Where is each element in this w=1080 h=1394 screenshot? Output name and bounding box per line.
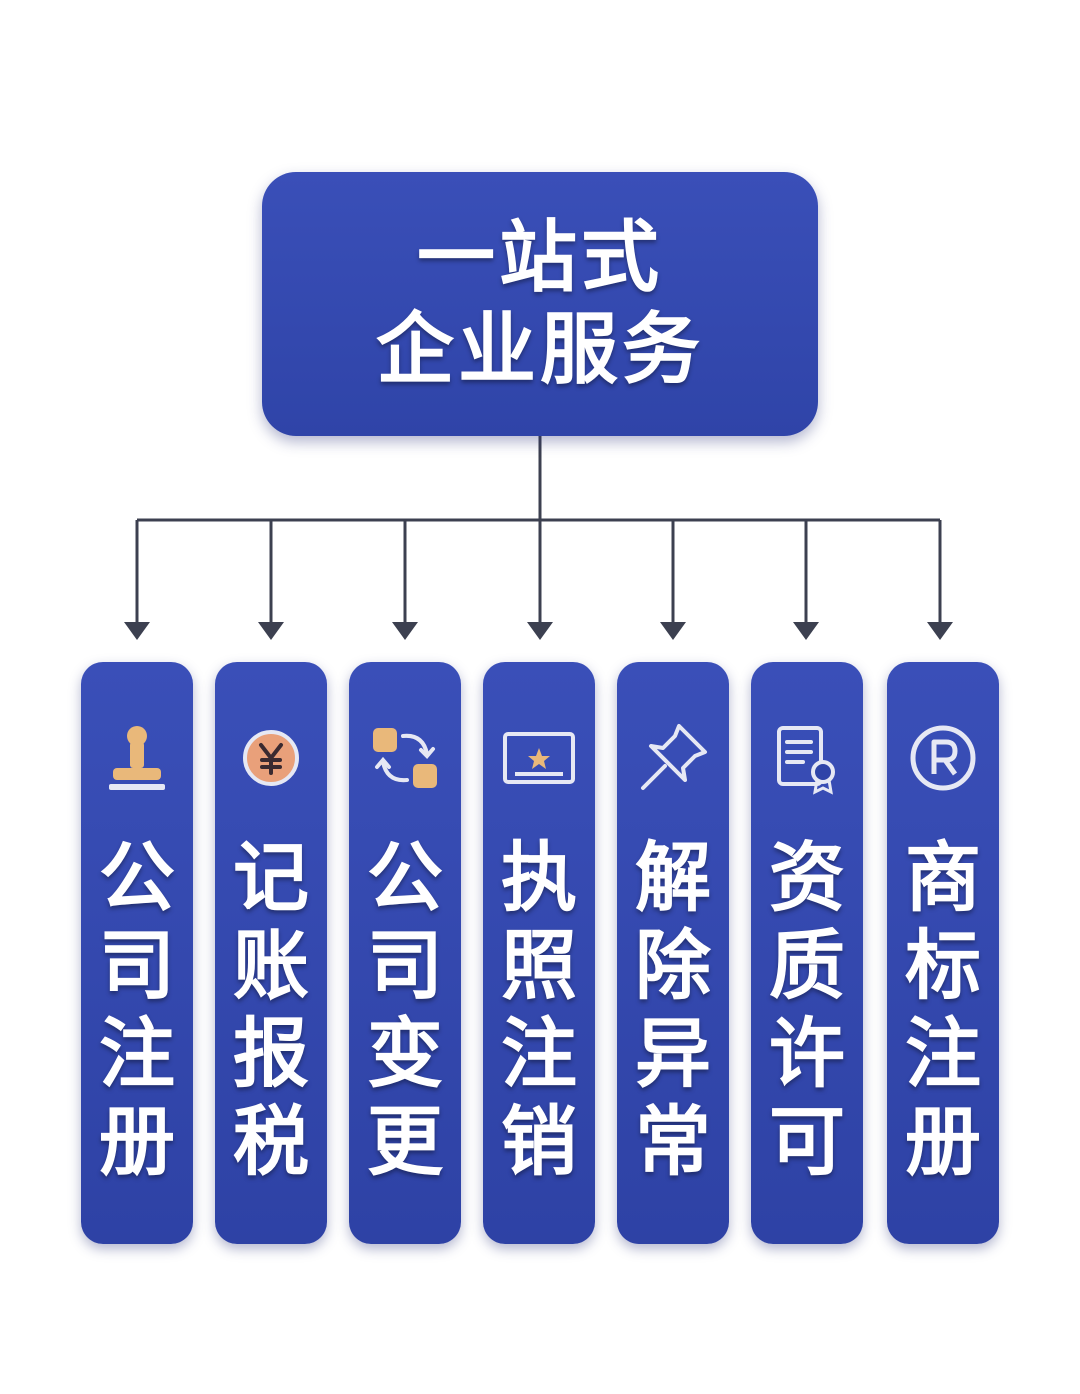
service-label: 公司注册	[99, 833, 175, 1186]
service-label: 执照注销	[501, 833, 577, 1186]
arrowhead-4	[527, 622, 553, 640]
root-title-line2: 企业服务	[375, 305, 704, 395]
license-icon	[503, 732, 575, 784]
exchange-icon	[373, 728, 437, 788]
service-label: 公司变更	[367, 833, 443, 1186]
arrowhead-2	[258, 622, 284, 640]
stamp-icon	[109, 726, 165, 790]
yen-coin-icon	[243, 730, 299, 786]
service-card-license-cancellation: 执照注销	[483, 662, 595, 1244]
service-label: 商标注册	[905, 833, 981, 1186]
service-label: 资质许可	[769, 833, 845, 1186]
certificate-icon	[777, 726, 835, 795]
service-card-bookkeeping: 记账报税	[215, 662, 327, 1244]
root-title-line1: 一站式	[416, 213, 663, 303]
service-label: 记账报税	[233, 833, 309, 1186]
service-card-qualification-license: 资质许可	[751, 662, 863, 1244]
service-label: 解除异常	[635, 833, 711, 1186]
service-card-trademark-registration: 商标注册	[887, 662, 999, 1244]
service-card-company-change: 公司变更	[349, 662, 461, 1244]
arrowhead-6	[793, 622, 819, 640]
arrowhead-1	[124, 622, 150, 640]
arrowhead-7	[927, 622, 953, 640]
service-card-company-registration: 公司注册	[81, 662, 193, 1244]
service-card-remove-abnormal: 解除异常	[617, 662, 729, 1244]
pin-icon	[641, 724, 707, 790]
registered-trademark-icon	[910, 725, 976, 791]
arrowhead-5	[660, 622, 686, 640]
root-node: 一站式 企业服务	[262, 172, 818, 436]
arrowhead-3	[392, 622, 418, 640]
